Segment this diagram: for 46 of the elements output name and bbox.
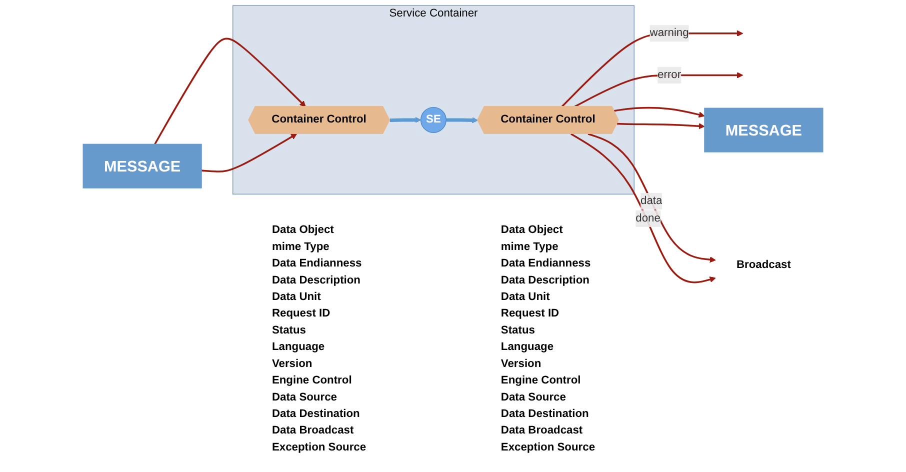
arrow (588, 133, 716, 263)
node-label: Data Unit (272, 290, 321, 303)
node-label: Status (272, 324, 306, 336)
node-label: Data Source (500, 391, 566, 404)
node-text: Broadcast (736, 259, 791, 271)
arrow (201, 134, 297, 172)
node-label: Data Endianness (500, 258, 591, 270)
node-label: Data Unit (500, 290, 550, 303)
arrow (561, 30, 744, 108)
node-label: mime Type (500, 240, 558, 253)
node-box: MESSAGE (704, 108, 824, 152)
node-label: Exception Source (500, 441, 596, 454)
node-label: Data Source (272, 391, 337, 404)
node-label: Engine Control (500, 374, 581, 386)
node-label: Data Broadcast (272, 424, 354, 436)
node-box: MESSAGE (82, 144, 202, 188)
arrow (614, 106, 705, 118)
node-label: mime Type (272, 240, 330, 253)
arrow (390, 116, 422, 124)
node-label: Engine Control (272, 374, 352, 386)
node-label: Data Description (500, 274, 590, 286)
edge-label: data (640, 195, 662, 207)
arrow (617, 122, 705, 130)
node-label: Data Endianness (272, 258, 362, 270)
node-label: Version (500, 358, 542, 370)
node-label: Data Object (272, 224, 334, 236)
arrow (446, 117, 478, 124)
node-label: Request ID (272, 308, 330, 320)
node-label: Language (272, 341, 325, 353)
node-label: Data Object (500, 224, 563, 236)
node-label: Request ID (500, 308, 560, 320)
node-label: Language (500, 341, 554, 353)
edge-label: warning (650, 27, 689, 39)
arrow (154, 38, 306, 145)
node-label: Data Description (272, 274, 360, 286)
edge-label: error (658, 68, 682, 81)
edge-label: done (636, 212, 660, 224)
node-label: Data Destination (500, 408, 589, 420)
node-label: Status (500, 324, 535, 336)
node-label: Version (272, 358, 312, 370)
node-label: Data Broadcast (500, 424, 583, 436)
node-label: Data Destination (272, 408, 360, 420)
node-circle: SE (420, 106, 446, 133)
node-label: Exception Source (272, 441, 366, 454)
arrow (570, 133, 716, 284)
arrow (574, 72, 744, 108)
